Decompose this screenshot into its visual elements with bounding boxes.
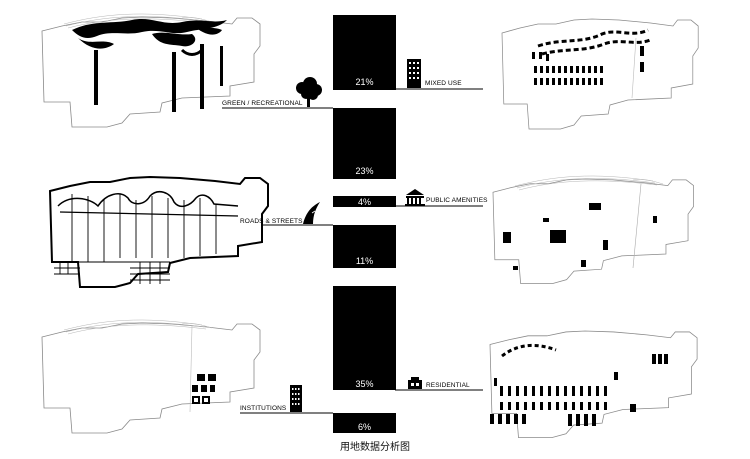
map-public-amenities (492, 175, 695, 284)
percentage-bars (333, 15, 396, 433)
map-institutions (41, 319, 261, 434)
percent-institutions: 6% (357, 422, 371, 432)
bar-institutions (333, 413, 396, 433)
tower-icon (290, 385, 302, 412)
map-roads-streets (49, 176, 269, 288)
bar-residential (333, 286, 396, 390)
label-roads-streets: ROADS & STREETS (240, 218, 303, 225)
public-building-icon (405, 189, 425, 206)
road-icon (303, 202, 320, 224)
tree-icon (296, 77, 322, 107)
label-green-recreational: GREEN / RECREATIONAL (222, 100, 303, 107)
bar-roads (333, 225, 396, 268)
percent-public-amenities: 4% (357, 197, 371, 207)
map-mixed-use (501, 18, 699, 130)
bar-mixed-use (333, 15, 396, 90)
map-green-recreational (41, 13, 261, 128)
label-public-amenities: PUBLIC AMENITIES (426, 197, 488, 204)
house-icon (408, 377, 422, 389)
figure-caption: 用地数据分析图 (340, 442, 410, 453)
percent-mixed-use: 21% (355, 77, 374, 87)
bar-public-amenities (333, 196, 396, 207)
label-residential: RESIDENTIAL (426, 382, 470, 389)
percent-green: 23% (355, 166, 374, 176)
percent-residential: 35% (355, 379, 374, 389)
label-institutions: INSTITUTIONS (240, 405, 287, 412)
bar-green (333, 108, 396, 179)
label-mixed-use: MIXED USE (425, 80, 462, 87)
map-residential (489, 330, 698, 439)
percent-roads: 11% (355, 256, 374, 266)
building-icon (407, 59, 421, 88)
